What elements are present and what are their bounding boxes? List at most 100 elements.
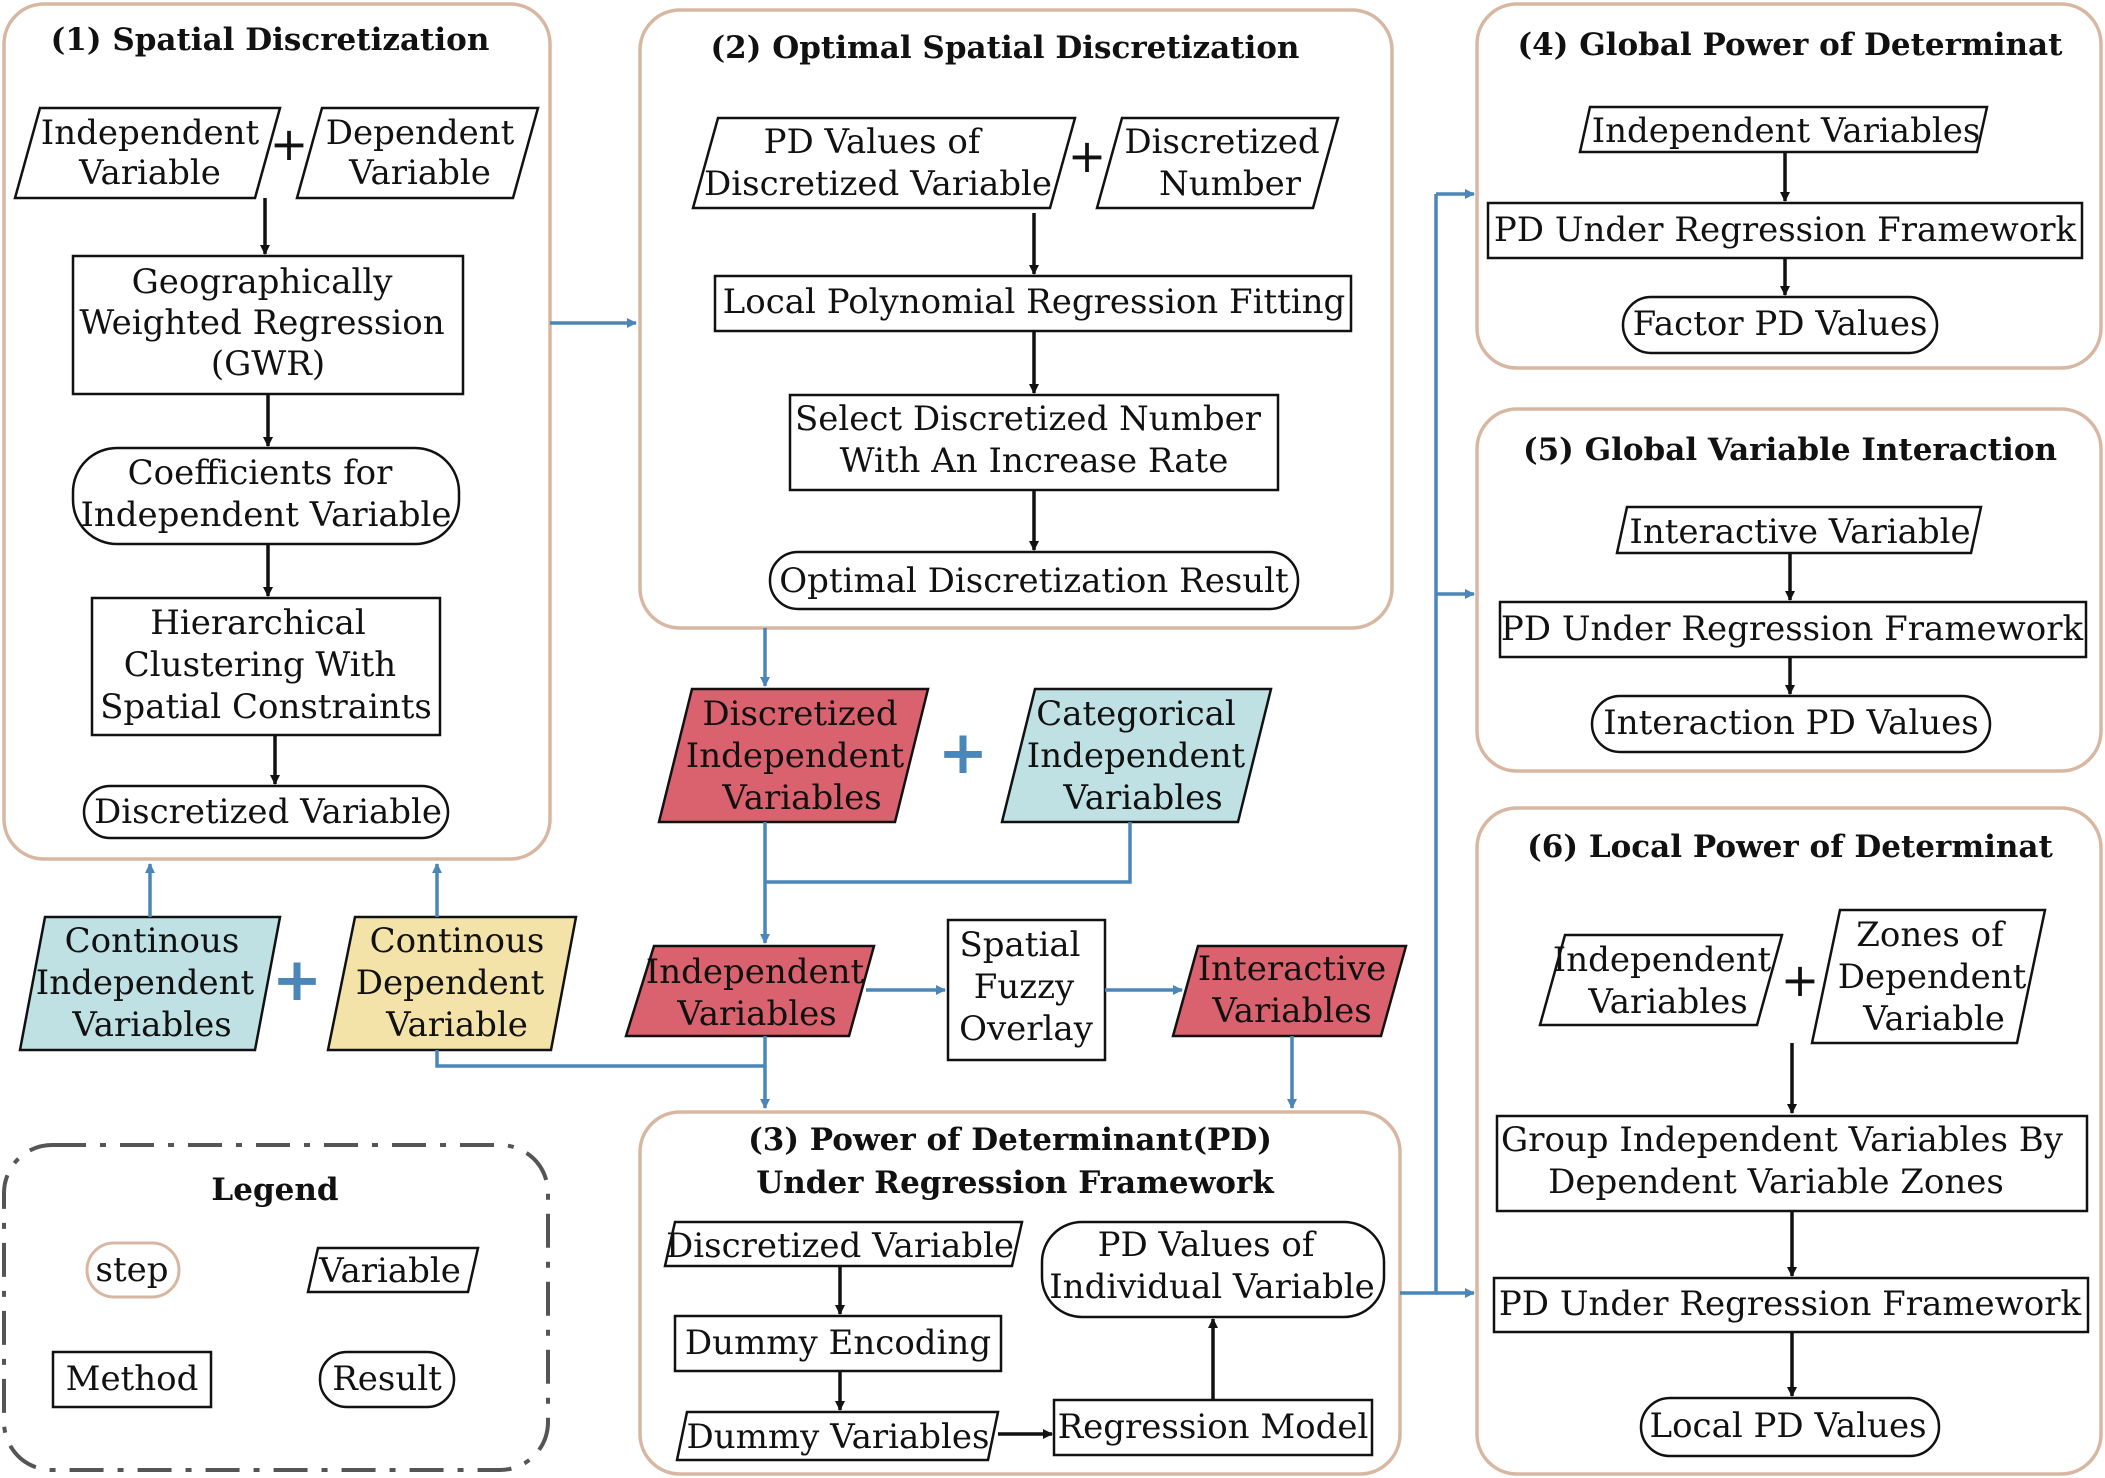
- cont-dep-line2: Dependent: [356, 963, 545, 1003]
- p6-independent-line2: Variables: [1587, 982, 1747, 1022]
- p1-discretized-variable-result: [82, 784, 450, 840]
- p6-group-line2: Dependent Variable Zones: [1548, 1162, 2004, 1202]
- continous-dependent-variable: [326, 915, 578, 1052]
- legend-result-shape: [318, 1350, 456, 1409]
- p3-dummy-encoding-method: [673, 1314, 1003, 1373]
- interactive-variables: [1171, 944, 1408, 1038]
- p6-zones-variable: [1810, 908, 2047, 1045]
- p1-independent-variable: [13, 106, 282, 200]
- p6-zones-line3: Variable: [1862, 999, 2005, 1039]
- disc-indep-line1: Discretized: [702, 694, 897, 734]
- p1-dependent-variable: [295, 106, 540, 200]
- p1-coefficients-line1: Coefficients for: [128, 453, 394, 493]
- categorical-line3: Variables: [1062, 778, 1222, 818]
- p1-gwr-line1: Geographically: [132, 262, 394, 302]
- disc-indep-line3: Variables: [721, 778, 881, 818]
- line-p3-to-right-panels: [1400, 194, 1438, 1295]
- middle-plus: +: [938, 718, 988, 788]
- p2-disc-number-line2: Number: [1159, 164, 1302, 204]
- p6-pd-framework-method: [1492, 1276, 2090, 1334]
- discretized-independent-variables: [657, 687, 930, 824]
- panel-5-title: (5) Global Variable Interaction: [1523, 432, 2057, 468]
- panel-4-title: (4) Global Power of Determinat: [1518, 27, 2064, 63]
- p1-dependent-line2: Variable: [348, 153, 491, 193]
- p6-zones-line1: Zones of: [1856, 915, 2006, 955]
- p4-factor-pd-result: [1621, 295, 1939, 355]
- p1-clustering-line1: Hierarchical: [150, 603, 365, 643]
- p2-discretized-number-variable: [1095, 116, 1340, 210]
- panel-global-power: [1475, 2, 2103, 370]
- p4-independent-label: Independent Variables: [1592, 111, 1981, 151]
- p3-discretized-variable: [663, 1220, 1024, 1268]
- categorical-line2: Independent: [1027, 736, 1246, 776]
- p4-factor-pd-label: Factor PD Values: [1633, 304, 1928, 344]
- fuzzy-line3: Overlay: [959, 1009, 1094, 1049]
- p6-local-pd-result: [1639, 1396, 1941, 1458]
- independent-variables: [624, 944, 876, 1038]
- p4-independent-variables: [1578, 105, 1989, 154]
- p1-gwr-line2: Weighted Regression: [79, 303, 444, 343]
- p2-pd-values-line1: PD Values of: [764, 122, 983, 162]
- p3-pd-individual-result: [1040, 1220, 1386, 1319]
- continous-independent-variables: [18, 915, 282, 1052]
- p1-coefficients-line2: Independent Variable: [80, 495, 451, 535]
- p1-plus: +: [270, 117, 309, 171]
- p2-local-poly-method: [713, 274, 1353, 333]
- indep-vars-line2: Variables: [676, 994, 836, 1034]
- p1-clustering-line2: Clustering With: [124, 645, 396, 685]
- p1-coefficients-result: [71, 446, 461, 546]
- disc-indep-line2: Independent: [686, 736, 905, 776]
- p2-local-poly-label: Local Polynomial Regression Fitting: [723, 282, 1346, 322]
- p2-optimal-label: Optimal Discretization Result: [779, 561, 1289, 601]
- categorical-line1: Categorical: [1036, 694, 1236, 734]
- cont-indep-line3: Variables: [71, 1005, 231, 1045]
- p5-pd-framework-method: [1498, 600, 2088, 659]
- interactive-vars-line2: Variables: [1211, 991, 1371, 1031]
- legend-variable-label: Variable: [318, 1251, 461, 1291]
- cont-dep-line3: Variable: [385, 1005, 528, 1045]
- p2-optimal-result: [768, 550, 1300, 611]
- panel-3-title-line2: Under Regression Framework: [756, 1165, 1275, 1201]
- p2-select-method: [788, 393, 1280, 492]
- p1-independent-line2: Variable: [78, 153, 221, 193]
- indep-vars-line1: Independent: [646, 952, 865, 992]
- fuzzy-line2: Fuzzy: [974, 967, 1075, 1007]
- p1-independent-line1: Independent: [41, 113, 260, 153]
- p1-clustering-line3: Spatial Constraints: [100, 687, 432, 727]
- legend-method-shape: [51, 1350, 213, 1409]
- p3-regression-model-label: Regression Model: [1058, 1407, 1369, 1447]
- p6-zones-line2: Dependent: [1838, 957, 2027, 997]
- cont-dep-line1: Continous: [370, 921, 545, 961]
- legend-step-label: step: [96, 1250, 169, 1290]
- p3-dummy-variables-label: Dummy Variables: [687, 1417, 990, 1457]
- categorical-independent-variables: [1000, 687, 1273, 824]
- p1-clustering-method: [90, 596, 442, 737]
- legend-title: Legend: [211, 1172, 338, 1208]
- p6-plus: +: [1781, 953, 1820, 1007]
- p5-pd-framework-label: PD Under Regression Framework: [1501, 609, 2084, 649]
- p1-dependent-line1: Dependent: [326, 113, 515, 153]
- p5-interaction-pd-label: Interaction PD Values: [1603, 703, 1978, 743]
- p6-pd-framework-label: PD Under Regression Framework: [1499, 1284, 2082, 1324]
- p6-independent-line1: Independent: [1553, 940, 1772, 980]
- cont-plus: +: [272, 945, 322, 1015]
- p2-plus: +: [1068, 129, 1107, 183]
- legend-result-label: Result: [332, 1359, 442, 1399]
- p4-pd-framework-label: PD Under Regression Framework: [1494, 210, 2077, 250]
- legend-box: [2, 1143, 550, 1472]
- legend-step-shape: [85, 1241, 181, 1299]
- p3-pd-individual-line1: PD Values of: [1098, 1225, 1317, 1265]
- panel-6-title: (6) Local Power of Determinat: [1527, 829, 2053, 865]
- p2-select-line2: With An Increase Rate: [840, 441, 1229, 481]
- p1-gwr-line3: (GWR): [211, 344, 325, 384]
- p2-pd-values-variable: [691, 116, 1077, 210]
- p5-interactive-variable: [1615, 505, 1983, 555]
- line-cont-dep-to-p3: [435, 1050, 765, 1068]
- cont-indep-line2: Independent: [36, 963, 255, 1003]
- panel-3-title-line1: (3) Power of Determinant(PD): [748, 1122, 1272, 1158]
- p3-dummy-encoding-label: Dummy Encoding: [685, 1323, 991, 1363]
- p5-interaction-pd-result: [1590, 694, 1992, 754]
- line-categorical-merge: [765, 822, 1132, 884]
- p3-pd-individual-line2: Individual Variable: [1049, 1267, 1375, 1307]
